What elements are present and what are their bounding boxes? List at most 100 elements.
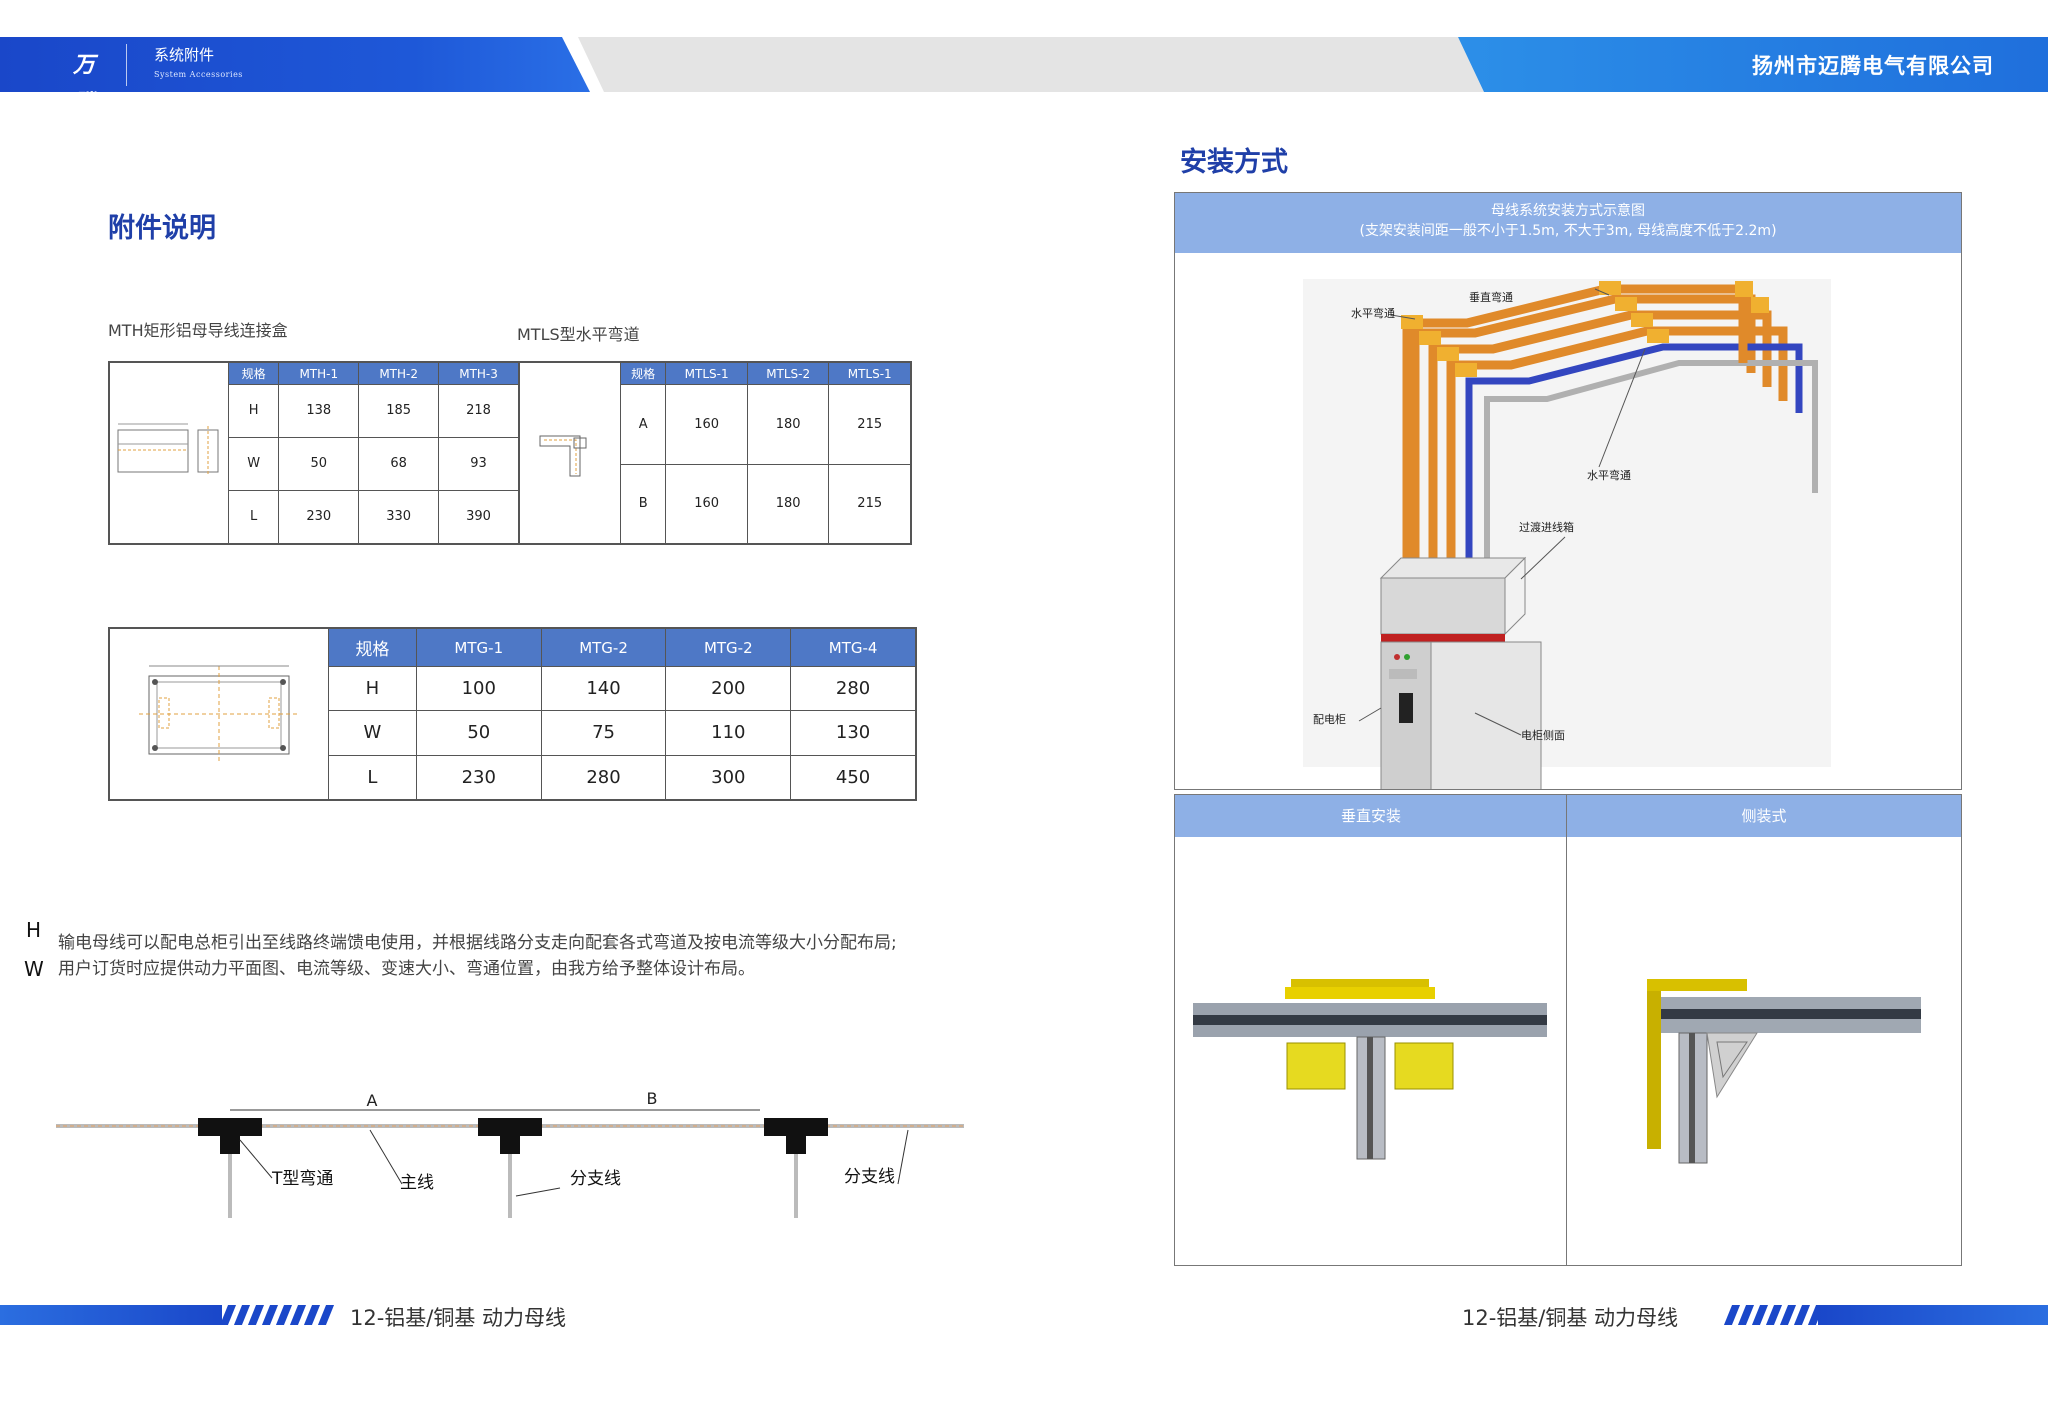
mtls-cell: 160 bbox=[665, 463, 748, 544]
transition-box-label: 过渡进线箱 bbox=[1519, 520, 1574, 534]
mth-row-label: W bbox=[227, 436, 280, 491]
distribution-cabinet bbox=[1379, 556, 1542, 843]
mtg-spec-table: 规格 MTG-1 MTG-2 MTG-2 MTG-4 H 100 140 200… bbox=[108, 627, 917, 801]
header-band-middle bbox=[578, 37, 1484, 92]
h-label: H bbox=[26, 918, 42, 942]
mtls-header-1: MTLS-1 bbox=[665, 362, 748, 385]
mtls-cell: 160 bbox=[665, 384, 748, 465]
mtls-row-label: B bbox=[619, 463, 667, 544]
mtg-header-3: MTG-2 bbox=[665, 628, 792, 667]
mtg-drawing bbox=[109, 628, 329, 800]
mtls-cell: 180 bbox=[746, 463, 830, 544]
horizontal-elbow-label: 水平弯通 bbox=[1587, 468, 1631, 482]
vertical-install-panel: 垂直安装 bbox=[1174, 794, 1568, 1266]
t-elbow-3 bbox=[764, 1118, 828, 1218]
t-elbow-2 bbox=[478, 1118, 542, 1218]
mtg-cell: 75 bbox=[540, 710, 667, 756]
mtg-header-2: MTG-2 bbox=[540, 628, 667, 667]
mtg-cell: 230 bbox=[415, 754, 542, 801]
mtls-cell: 215 bbox=[828, 384, 911, 465]
footer-page-label-right: 12-铝基/铜基 动力母线 bbox=[1462, 1306, 1679, 1330]
mtls-header-2: MTLS-2 bbox=[746, 362, 830, 385]
mtls-header-spec: 规格 bbox=[619, 362, 667, 385]
header-band-right bbox=[1458, 37, 2048, 92]
mth-row-label: H bbox=[227, 384, 280, 438]
cabinet-label: 配电柜 bbox=[1313, 713, 1346, 726]
mth-cell: 93 bbox=[438, 436, 519, 491]
description-line-1: 输电母线可以配电总柜引出至线路终端馈电使用，并根据线路分支走向配套各式弯道及按电… bbox=[58, 933, 897, 953]
installation-panel-title: 母线系统安装方式示意图 bbox=[1491, 203, 1645, 219]
installation-diagram-panel: 母线系统安装方式示意图 (支架安装间距一般不小于1.5m, 不大于3m, 母线高… bbox=[1174, 192, 1962, 843]
mtg-header-4: MTG-4 bbox=[790, 628, 916, 667]
mth-cell: 138 bbox=[278, 384, 360, 438]
accessories-title: 附件说明 bbox=[108, 213, 216, 244]
horizontal-elbow-top-label: 水平弯通 bbox=[1351, 306, 1395, 320]
mtg-cell: 130 bbox=[790, 710, 916, 756]
mtg-cell: 450 bbox=[790, 754, 916, 801]
mtls-drawing bbox=[519, 362, 621, 544]
branch-line-label-1: 分支线 bbox=[570, 1169, 621, 1189]
vertical-install-illustration bbox=[1193, 979, 1547, 1160]
footer-page-label-left: 12-铝基/铜基 动力母线 bbox=[350, 1306, 567, 1330]
main-line-label: 主线 bbox=[400, 1173, 434, 1193]
mth-cell: 218 bbox=[438, 384, 519, 438]
mtls-spec-table: 规格 MTLS-1 MTLS-2 MTLS-1 A 160 180 215 B … bbox=[518, 361, 912, 545]
description-paragraph: 输电母线可以配电总柜引出至线路终端馈电使用，并根据线路分支走向配套各式弯道及按电… bbox=[58, 930, 958, 982]
installation-illustration: 水平弯通 垂直弯通 水平弯通 过渡进线箱 配电柜 电柜侧面 bbox=[1303, 279, 1831, 843]
cabinet-side-label: 电柜侧面 bbox=[1521, 729, 1565, 742]
dimension-a-label: A bbox=[367, 1091, 378, 1110]
mth-spec-table: 规格 MTH-1 MTH-2 MTH-3 H 138 185 218 W 50 … bbox=[108, 361, 520, 545]
footer-bar-right bbox=[1818, 1305, 2048, 1325]
mtls-drawing-svg bbox=[539, 435, 587, 477]
mtg-header-spec: 规格 bbox=[328, 628, 417, 667]
mth-header-3: MTH-3 bbox=[438, 362, 519, 385]
mth-cell: 50 bbox=[278, 436, 360, 491]
t-elbow-1 bbox=[198, 1118, 262, 1218]
mtg-cell: 140 bbox=[540, 665, 667, 712]
mth-cell: 330 bbox=[358, 489, 440, 545]
vertical-install-title: 垂直安装 bbox=[1175, 795, 1567, 837]
company-logo: 万腾 bbox=[72, 52, 95, 116]
mtg-row-label: H bbox=[328, 665, 417, 712]
description-line-2: 用户订货时应提供动力平面图、电流等级、变速大小、弯通位置，由我方给予整体设计布局… bbox=[58, 959, 755, 979]
header-company-name: 扬州市迈腾电气有限公司 bbox=[1752, 54, 1994, 78]
mtg-cell: 110 bbox=[665, 710, 792, 756]
mtg-cell: 50 bbox=[415, 710, 542, 756]
mtg-cell: 300 bbox=[665, 754, 792, 801]
mth-drawing-svg bbox=[117, 423, 219, 476]
side-install-panel: 侧装式 bbox=[1566, 794, 1962, 1266]
mth-drawing bbox=[109, 362, 229, 544]
installation-title: 安装方式 bbox=[1180, 147, 1288, 178]
mtls-header-3: MTLS-1 bbox=[828, 362, 911, 385]
mtls-row-label: A bbox=[619, 384, 667, 465]
vertical-elbow-label: 垂直弯通 bbox=[1469, 290, 1513, 304]
mth-header-1: MTH-1 bbox=[278, 362, 360, 385]
mtg-header-1: MTG-1 bbox=[415, 628, 542, 667]
mtls-caption: MTLS型水平弯道 bbox=[517, 325, 640, 344]
mtg-row-label: W bbox=[328, 710, 417, 756]
mtls-cell: 215 bbox=[828, 463, 911, 544]
mth-header-2: MTH-2 bbox=[358, 362, 440, 385]
mth-cell: 390 bbox=[438, 489, 519, 545]
installation-panel-header: 母线系统安装方式示意图 (支架安装间距一般不小于1.5m, 不大于3m, 母线高… bbox=[1175, 193, 1961, 253]
mth-row-label: L bbox=[227, 489, 280, 545]
side-install-title: 侧装式 bbox=[1567, 795, 1961, 837]
mtg-drawing-svg bbox=[139, 665, 299, 762]
header-divider bbox=[126, 44, 127, 86]
dimension-b-label: B bbox=[647, 1089, 658, 1108]
mth-caption: MTH矩形铝母导线连接盒 bbox=[108, 321, 288, 340]
mtg-cell: 100 bbox=[415, 665, 542, 712]
footer-stripes-left bbox=[219, 1305, 335, 1325]
header-section-title: 系统附件 bbox=[154, 46, 215, 64]
mth-header-spec: 规格 bbox=[227, 362, 280, 385]
branch-line-label-2: 分支线 bbox=[844, 1167, 895, 1187]
mtls-cell: 180 bbox=[746, 384, 830, 465]
mtg-row-label: L bbox=[328, 754, 417, 801]
w-label: W bbox=[24, 957, 44, 981]
header-section-subtitle: System Accessories bbox=[154, 70, 243, 79]
mtg-cell: 280 bbox=[790, 665, 916, 712]
header-band-left bbox=[0, 37, 590, 92]
installation-panel-note: (支架安装间距一般不小于1.5m, 不大于3m, 母线高度不低于2.2m) bbox=[1359, 223, 1777, 239]
mth-cell: 185 bbox=[358, 384, 440, 438]
t-elbow-label: T型弯通 bbox=[271, 1169, 333, 1189]
